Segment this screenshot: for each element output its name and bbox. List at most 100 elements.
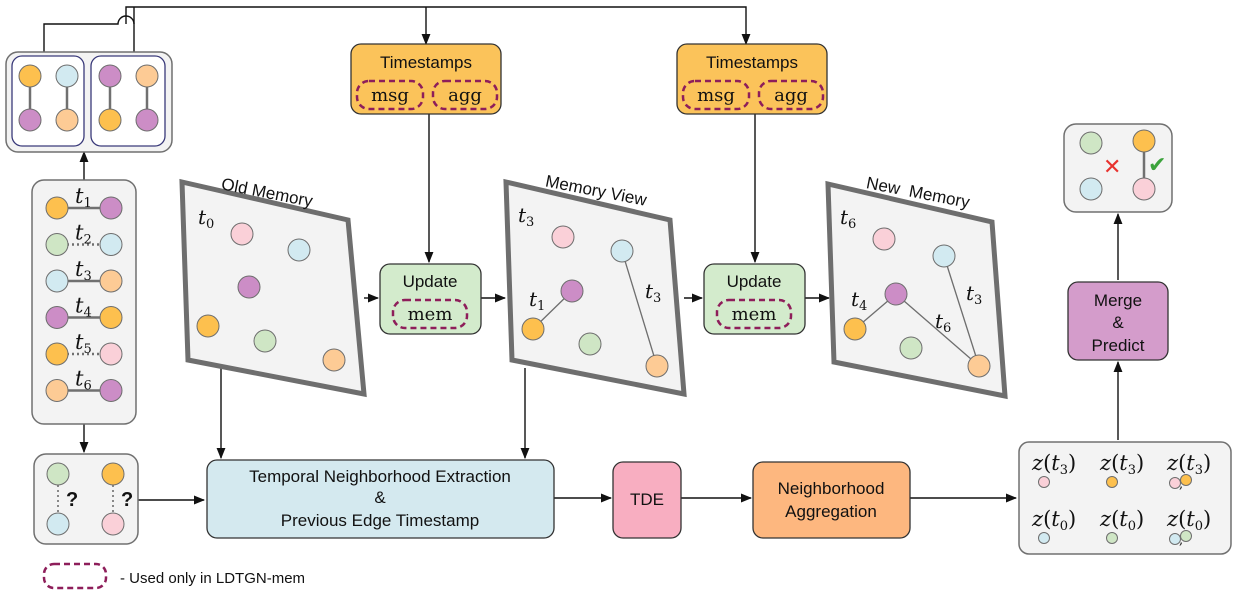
node-blue: [46, 512, 70, 536]
mem-label: mem: [408, 304, 453, 325]
extraction-line-1: Temporal Neighborhood Extraction: [249, 467, 511, 486]
node-orange: [645, 354, 669, 378]
checkmark-icon: ✔: [1148, 152, 1166, 177]
node-yellow: [1132, 129, 1156, 153]
prediction-panel: ✕ ✔: [1063, 123, 1173, 213]
node-yellow: [45, 196, 69, 220]
memory-time: t6: [840, 205, 856, 232]
extraction-line-2: &: [374, 488, 386, 507]
event-row: t4: [45, 294, 123, 329]
node-blue: [45, 269, 69, 293]
node-pink: [101, 512, 125, 536]
query-panel: ? ?: [33, 453, 139, 545]
node-purple: [135, 108, 159, 132]
embedding-label: z(t3): [1031, 451, 1076, 478]
new-memory: New Memory t6 t4 t6 t3: [825, 173, 1008, 400]
node-orange: [322, 348, 346, 372]
batch-panel: [5, 51, 173, 153]
embedding-item: z(t0): [1099, 507, 1144, 544]
node-yellow: [99, 306, 123, 329]
top-route-line-b: [125, 6, 751, 46]
node-green: [1180, 530, 1192, 542]
edge-label: t3: [966, 281, 982, 308]
event-time-label: t2: [75, 221, 92, 248]
node-blue: [287, 238, 311, 262]
node-yellow: [196, 314, 220, 338]
node-pink: [551, 225, 575, 249]
node-blue: [55, 64, 79, 88]
edge-label: t6: [935, 309, 951, 336]
embedding-item: z(t3): [1031, 451, 1076, 488]
legend-dashed-outline: [42, 562, 108, 590]
embedding-label: z(t0): [1166, 507, 1211, 534]
node-blue: [1038, 532, 1050, 544]
node-yellow: [1180, 474, 1192, 486]
merge-line-1: Merge: [1094, 291, 1142, 310]
cross-icon: ✕: [1103, 154, 1121, 179]
node-orange: [99, 269, 123, 293]
msg-label: msg: [371, 85, 409, 106]
event-time-label: t3: [75, 257, 92, 284]
node-green: [45, 233, 69, 256]
aggregation-line-2: Aggregation: [785, 502, 877, 521]
extraction-box: Temporal Neighborhood Extraction & Previ…: [206, 459, 555, 539]
legend: - Used only in LDTGN-mem: [42, 562, 305, 590]
node-yellow: [45, 342, 69, 366]
aggregation-line-1: Neighborhood: [778, 479, 885, 498]
embedding-label: z(t0): [1099, 507, 1144, 534]
tde-box: TDE: [612, 461, 682, 539]
node-pink: [1169, 477, 1181, 489]
node-pink: [99, 342, 123, 366]
edge-label: t3: [645, 279, 661, 306]
agg-dashed-outline: [757, 79, 825, 111]
connectors: [43, 6, 1123, 505]
event-row: t6: [45, 367, 123, 402]
update-box-1: Update mem: [379, 263, 482, 335]
agg-label: agg: [448, 85, 482, 106]
node-purple: [237, 275, 261, 299]
timestamps-title: Timestamps: [706, 53, 798, 72]
event-time-label: t1: [75, 184, 92, 211]
event-time-label: t5: [75, 330, 92, 357]
question-mark: ?: [121, 489, 133, 511]
embeddings-panel: z(t3) z(t3) z(t3), z(t0) z(t0) z(t0),: [1018, 441, 1232, 555]
mem-label: mem: [732, 304, 777, 325]
node-orange: [135, 64, 159, 88]
memory-view: Memory View t3 t1 t3: [503, 171, 687, 398]
memory-time: t0: [198, 205, 214, 232]
aggregation-box: Neighborhood Aggregation: [752, 461, 911, 539]
msg-label: msg: [697, 85, 735, 106]
node-yellow: [843, 317, 867, 341]
node-purple: [99, 379, 123, 402]
node-orange: [967, 354, 991, 378]
node-pink: [1038, 476, 1050, 488]
node-purple: [98, 64, 122, 88]
mem-dashed-outline: [391, 298, 469, 330]
node-blue: [1079, 177, 1103, 201]
node-yellow: [1106, 476, 1118, 488]
embedding-item: z(t3): [1099, 451, 1144, 488]
agg-label: agg: [774, 85, 808, 106]
node-yellow: [98, 108, 122, 132]
merge-line-3: Predict: [1092, 336, 1145, 355]
embedding-item: z(t3),: [1166, 451, 1211, 492]
top-route-line: [43, 15, 135, 52]
event-row: t1: [45, 184, 123, 220]
embedding-item: z(t0): [1031, 507, 1076, 544]
event-time-label: t6: [75, 367, 92, 394]
tde-label: TDE: [630, 490, 664, 509]
event-row: t5: [45, 330, 123, 366]
node-pink: [1132, 177, 1156, 201]
node-green: [46, 462, 70, 486]
event-row: t3: [45, 257, 123, 293]
node-purple: [884, 282, 908, 306]
node-orange: [45, 379, 69, 402]
mem-dashed-outline: [715, 298, 793, 330]
timestamps-title: Timestamps: [380, 53, 472, 72]
embedding-comma: ,: [1179, 477, 1183, 492]
legend-text: - Used only in LDTGN-mem: [120, 570, 305, 587]
node-purple: [45, 306, 69, 329]
question-mark: ?: [66, 489, 78, 511]
node-green: [899, 336, 923, 360]
